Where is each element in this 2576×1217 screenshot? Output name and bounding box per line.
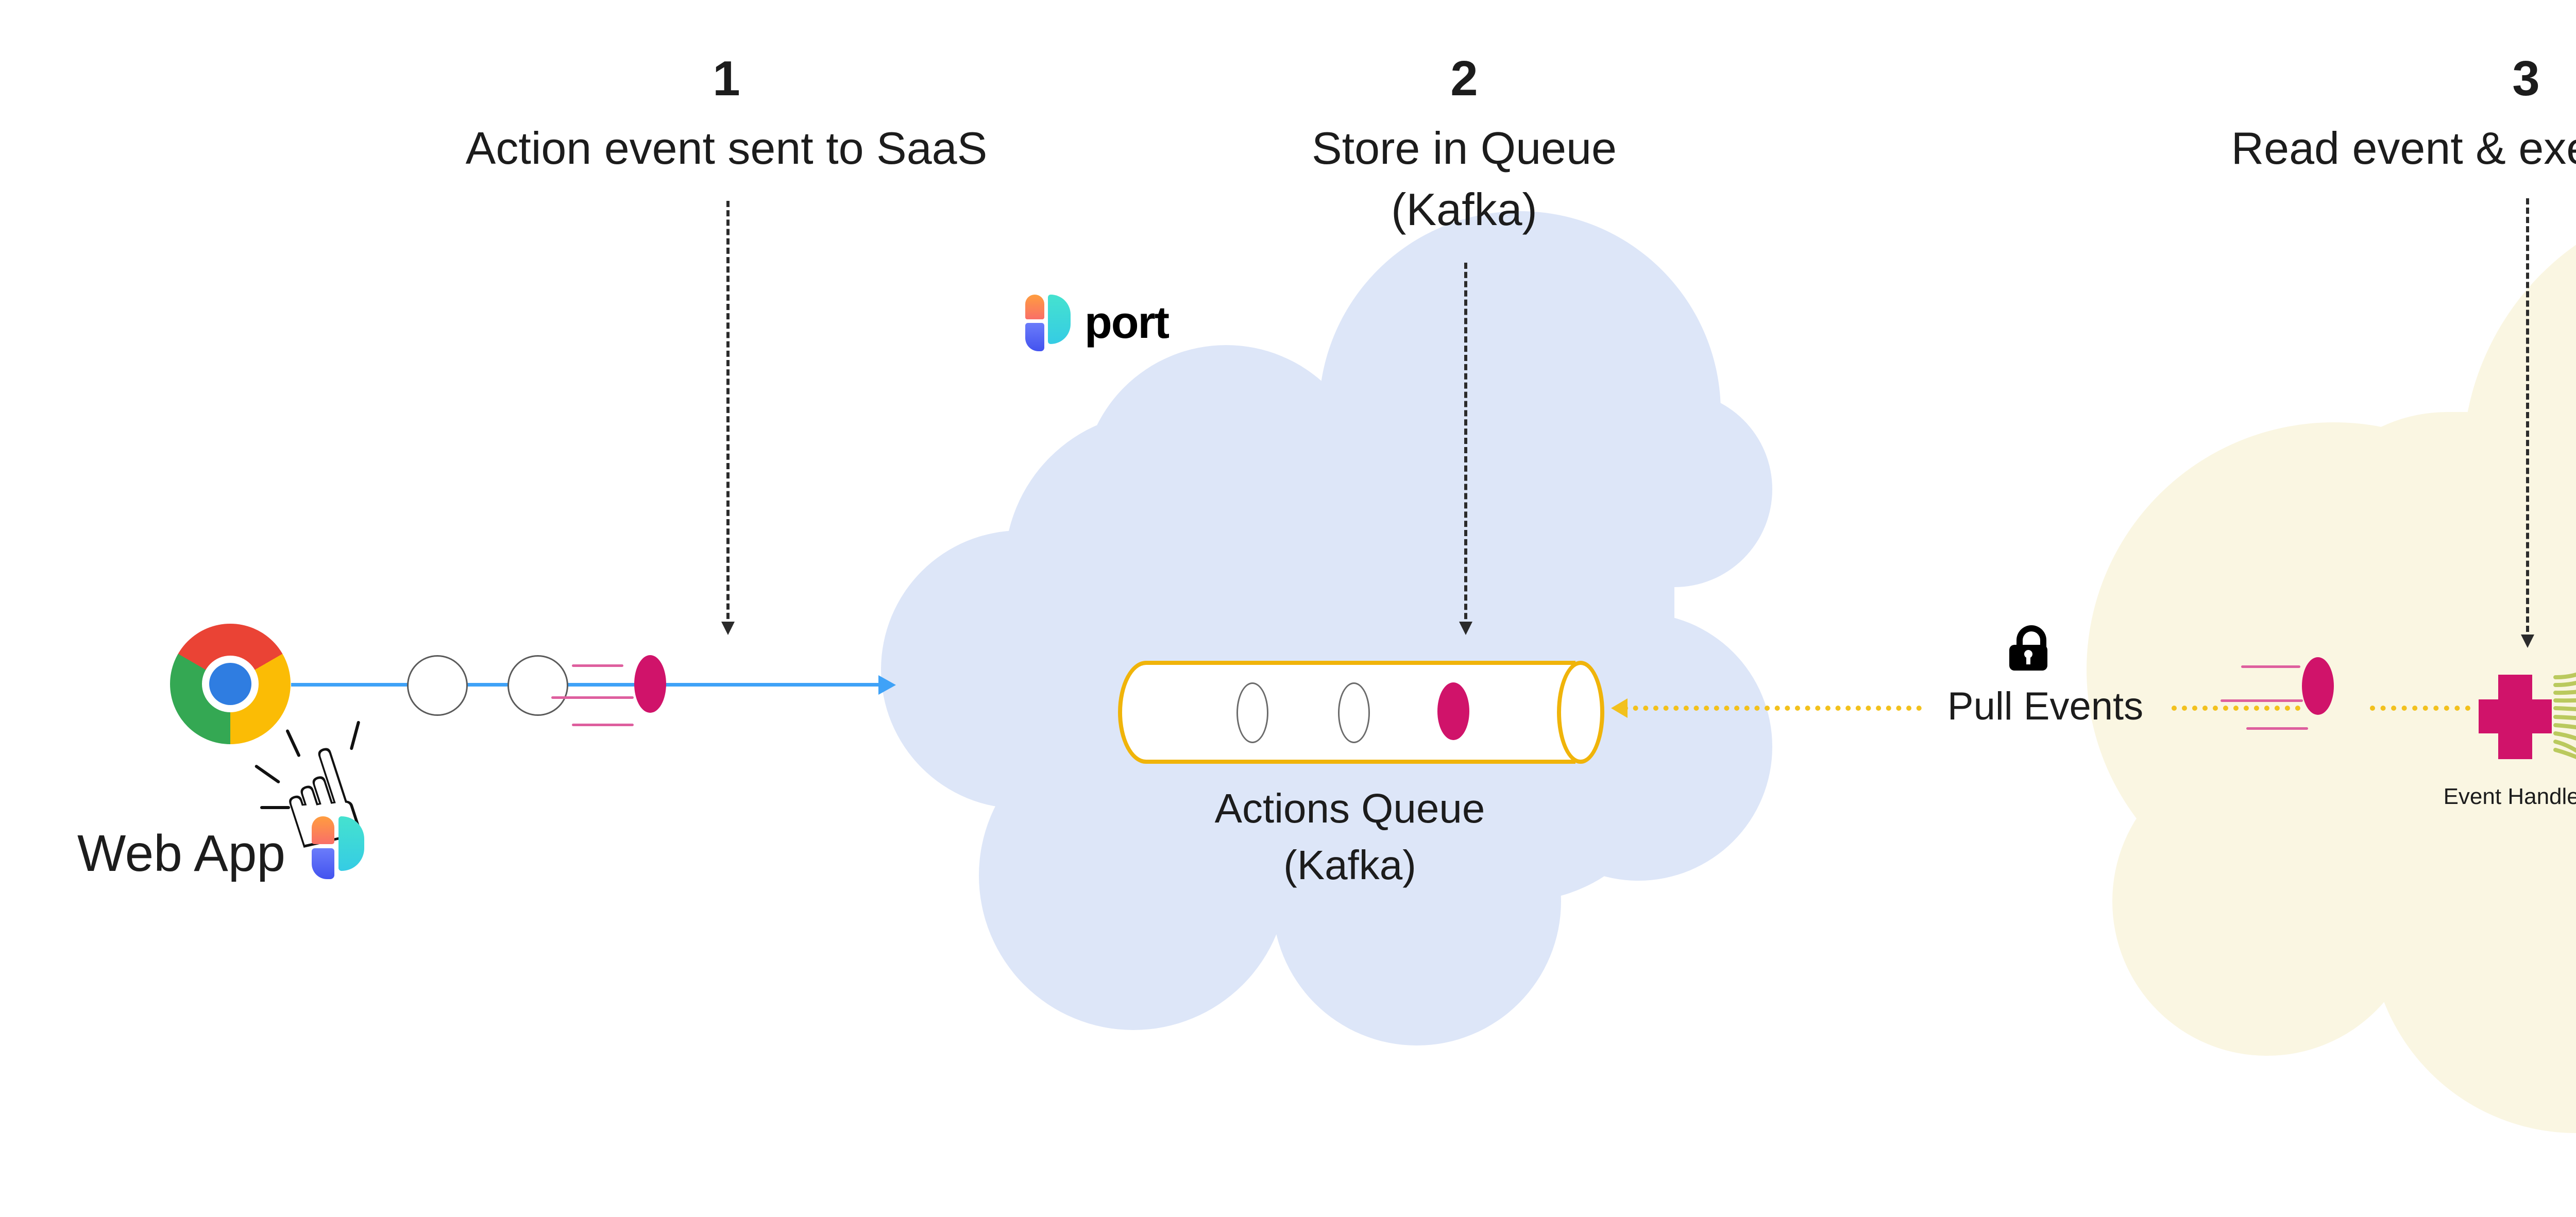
actions-queue-cylinder-cap: [1557, 661, 1604, 764]
queue-title: Actions Queue: [1214, 785, 1485, 831]
event-speed-line: [2246, 727, 2308, 730]
pull-dotted-line: [2370, 706, 2470, 711]
queued-event-empty: [1338, 682, 1370, 743]
web-app-label: Web App: [77, 825, 286, 882]
lock-icon: [2009, 625, 2048, 671]
port-brand-icon: [1025, 295, 1073, 355]
step-2-pointer-arrow: [1459, 263, 1472, 635]
queued-event-empty: [1236, 682, 1268, 743]
port-brand-word: port: [1084, 297, 1170, 348]
event-speed-line: [572, 724, 634, 726]
step-2-header: 2 Store in Queue (Kafka): [1104, 54, 1825, 241]
flow-line-blue: [291, 683, 884, 687]
event-handler-cross: [2479, 699, 2552, 733]
port-logo-icon: [312, 816, 368, 881]
step-3-header: 3 Read event & execute runner: [2062, 54, 2576, 179]
step-2-label: Store in Queue (Kafka): [1312, 123, 1617, 235]
step-2-number: 2: [1450, 51, 1478, 106]
event-speed-line: [2221, 699, 2303, 702]
step-3-number: 3: [2512, 51, 2540, 106]
event-speed-line: [2241, 665, 2300, 668]
pull-events-label: Pull Events: [1947, 684, 2144, 728]
step-2-sublabel: (Kafka): [1391, 183, 1537, 235]
event-speed-line: [572, 664, 623, 667]
pulled-event-dot: [2302, 657, 2334, 715]
step-1-number: 1: [713, 51, 740, 106]
flow-line-arrowhead: [878, 675, 906, 695]
pull-dotted-line: [2172, 706, 2300, 711]
step-1-pointer-arrow: [721, 201, 735, 635]
event-slot-circle: [507, 655, 568, 716]
step-1-header: 1 Action event sent to SaaS: [366, 54, 1087, 179]
event-slot-circle: [407, 655, 468, 716]
action-event-dot: [634, 655, 666, 713]
click-spark: [260, 806, 290, 809]
actions-queue-cylinder: [1118, 661, 1575, 764]
queued-event-dot: [1437, 682, 1469, 740]
step-1-label: Action event sent to SaaS: [465, 123, 988, 174]
step-3-pointer-arrow: [2521, 198, 2534, 648]
chrome-icon: [170, 624, 291, 744]
event-speed-line: [551, 696, 634, 699]
event-handler-label: Event Handler: [2443, 784, 2576, 809]
step-3-label: Read event & execute runner: [2231, 123, 2576, 174]
queue-subtitle: (Kafka): [1283, 842, 1416, 888]
pull-dotted-line: [1623, 706, 1922, 711]
